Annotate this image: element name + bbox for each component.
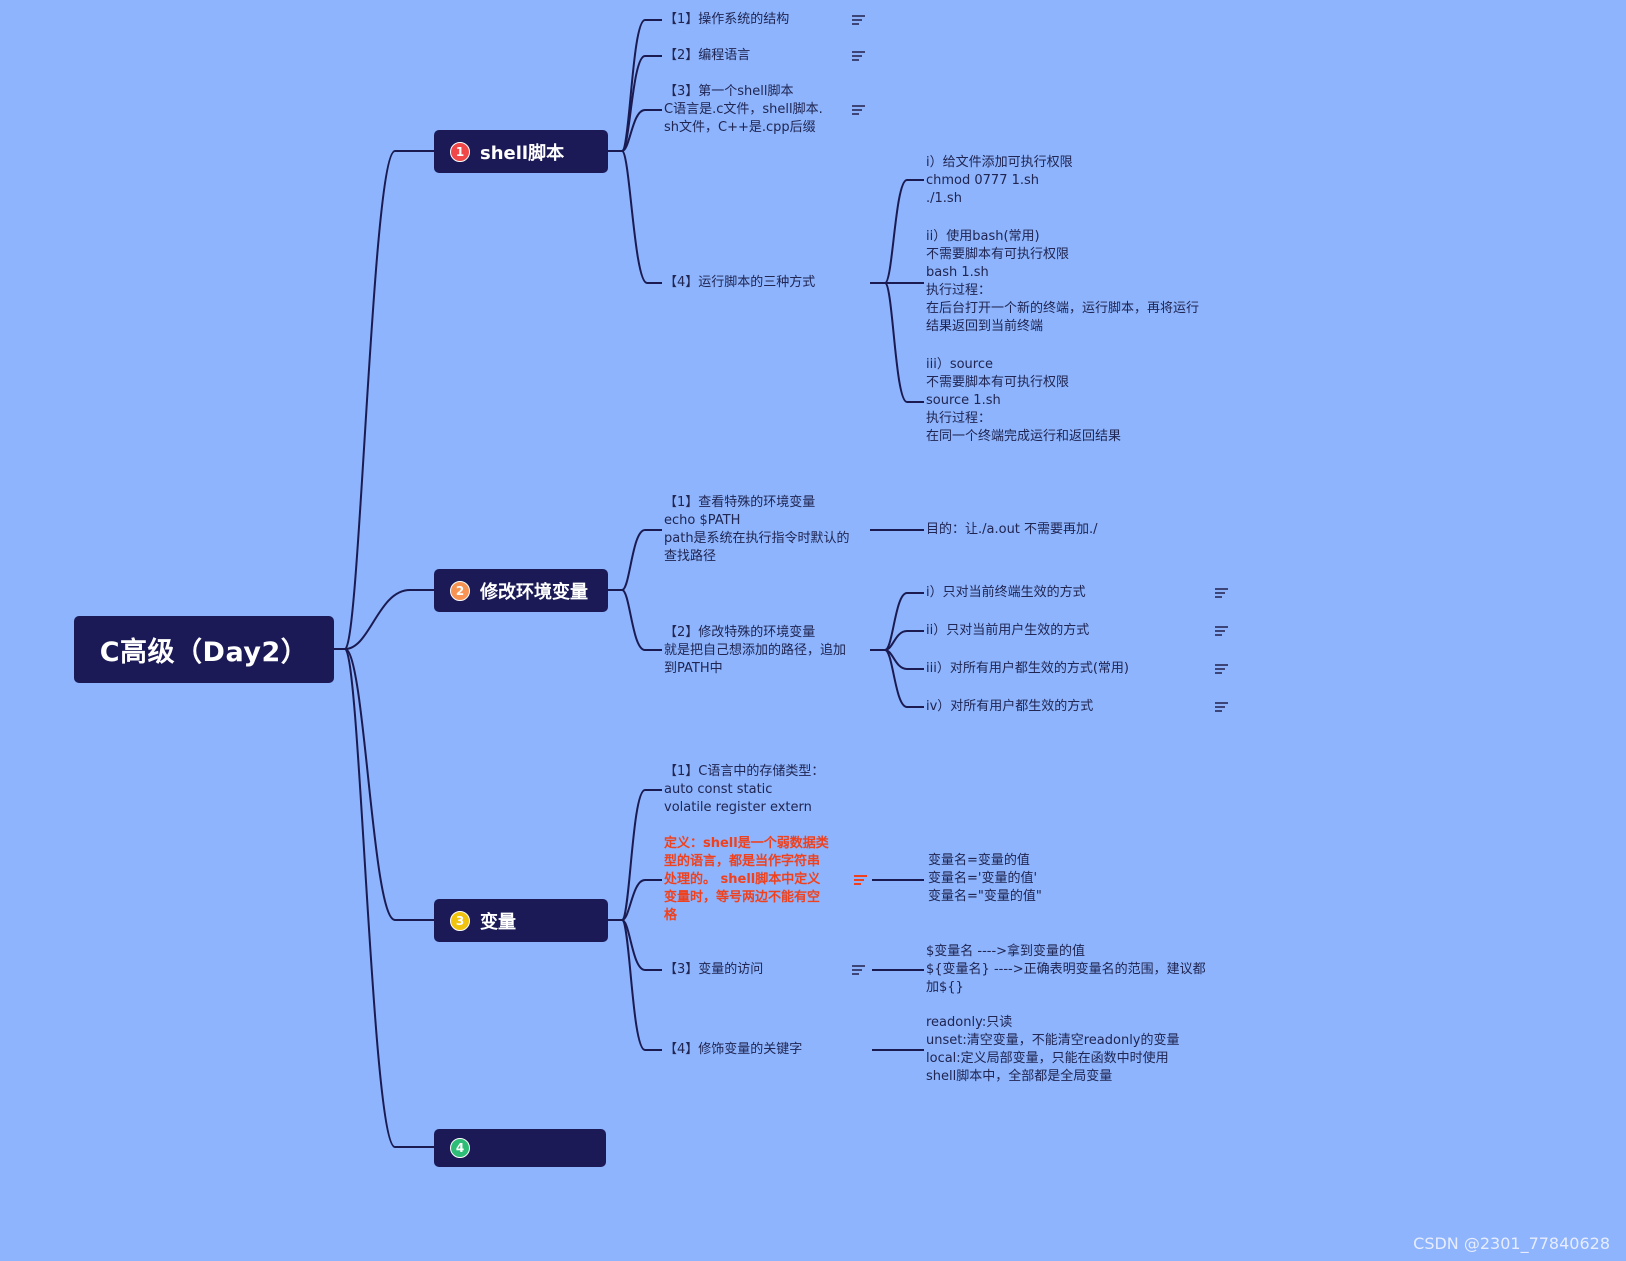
branch-variables[interactable]: 3 变量 xyxy=(434,899,608,942)
note-icon[interactable] xyxy=(852,15,865,25)
branch-label: 变量 xyxy=(480,911,516,933)
topic-programming-language[interactable]: 【2】编程语言 xyxy=(664,48,751,63)
note-icon[interactable] xyxy=(1215,702,1228,712)
topic-os-structure[interactable]: 【1】操作系统的结构 xyxy=(664,12,790,27)
root-node[interactable]: C高级（Day2） xyxy=(74,616,334,683)
watermark: CSDN @2301_77840628 xyxy=(1413,1234,1610,1253)
note-icon[interactable] xyxy=(1215,588,1228,598)
method-bash[interactable]: ii）使用bash(常用) 不需要脚本有可执行权限 bash 1.sh 执行过程… xyxy=(926,229,1200,334)
purpose-note[interactable]: 目的：让./a.out 不需要再加./ xyxy=(926,522,1098,537)
variable-keyword-list[interactable]: readonly:只读 unset:清空变量，不能清空readonly的变量 l… xyxy=(926,1015,1180,1084)
branch-empty[interactable]: 4 xyxy=(434,1129,606,1167)
method-chmod[interactable]: i）给文件添加可执行权限 chmod 0777 1.sh ./1.sh xyxy=(926,155,1073,206)
scope-all-users[interactable]: iv）对所有用户都生效的方式 xyxy=(926,699,1094,714)
variable-assignment-forms[interactable]: 变量名=变量的值 变量名='变量的值' 变量名="变量的值" xyxy=(928,853,1042,904)
number-badge-3-icon: 3 xyxy=(450,910,470,931)
note-icon[interactable] xyxy=(852,51,865,61)
note-icon[interactable] xyxy=(1215,664,1228,674)
root-title: C高级（Day2） xyxy=(99,637,309,668)
note-icon[interactable] xyxy=(1215,626,1228,636)
number-badge-1-icon: 1 xyxy=(450,141,470,162)
topic-modify-env-variable[interactable]: 【2】修改特殊的环境变量 就是把自己想添加的路径，追加 到PATH中 xyxy=(664,625,847,676)
number-badge-2-icon: 2 xyxy=(450,580,470,601)
topic-view-env-variable[interactable]: 【1】查看特殊的环境变量 echo $PATH path是系统在执行指令时默认的… xyxy=(664,495,850,564)
topic-variable-access[interactable]: 【3】变量的访问 xyxy=(664,962,764,977)
topic-shell-variable-definition[interactable]: 定义：shell是一个弱数据类 型的语言，都是当作字符串 处理的。 shell脚… xyxy=(664,836,829,923)
method-source[interactable]: iii）source 不需要脚本有可执行权限 source 1.sh 执行过程：… xyxy=(926,357,1122,444)
note-icon[interactable] xyxy=(854,875,867,885)
number-badge-4-icon: 4 xyxy=(450,1138,470,1158)
variable-access-syntax[interactable]: $变量名 ---->拿到变量的值 ${变量名} ---->正确表明变量名的范围，… xyxy=(926,944,1206,995)
topic-first-shell-script[interactable]: 【3】第一个shell脚本 C语言是.c文件，shell脚本. sh文件，C++… xyxy=(664,84,823,135)
scope-all-users-common[interactable]: iii）对所有用户都生效的方式(常用) xyxy=(926,661,1129,676)
note-icon[interactable] xyxy=(852,965,865,975)
branch-env-variables[interactable]: 2 修改环境变量 xyxy=(434,569,608,612)
topic-three-ways-run-script[interactable]: 【4】运行脚本的三种方式 xyxy=(664,275,816,290)
scope-current-terminal[interactable]: i）只对当前终端生效的方式 xyxy=(926,585,1086,600)
branch-label: shell脚本 xyxy=(480,142,565,164)
branch-label: 修改环境变量 xyxy=(480,581,588,603)
topic-variable-keywords[interactable]: 【4】修饰变量的关键字 xyxy=(664,1042,803,1057)
branch-shell-script[interactable]: 1 shell脚本 xyxy=(434,130,608,173)
note-icon[interactable] xyxy=(852,105,865,115)
scope-current-user[interactable]: ii）只对当前用户生效的方式 xyxy=(926,623,1090,638)
topic-c-storage-types[interactable]: 【1】C语言中的存储类型： auto const static volatile… xyxy=(664,764,825,815)
